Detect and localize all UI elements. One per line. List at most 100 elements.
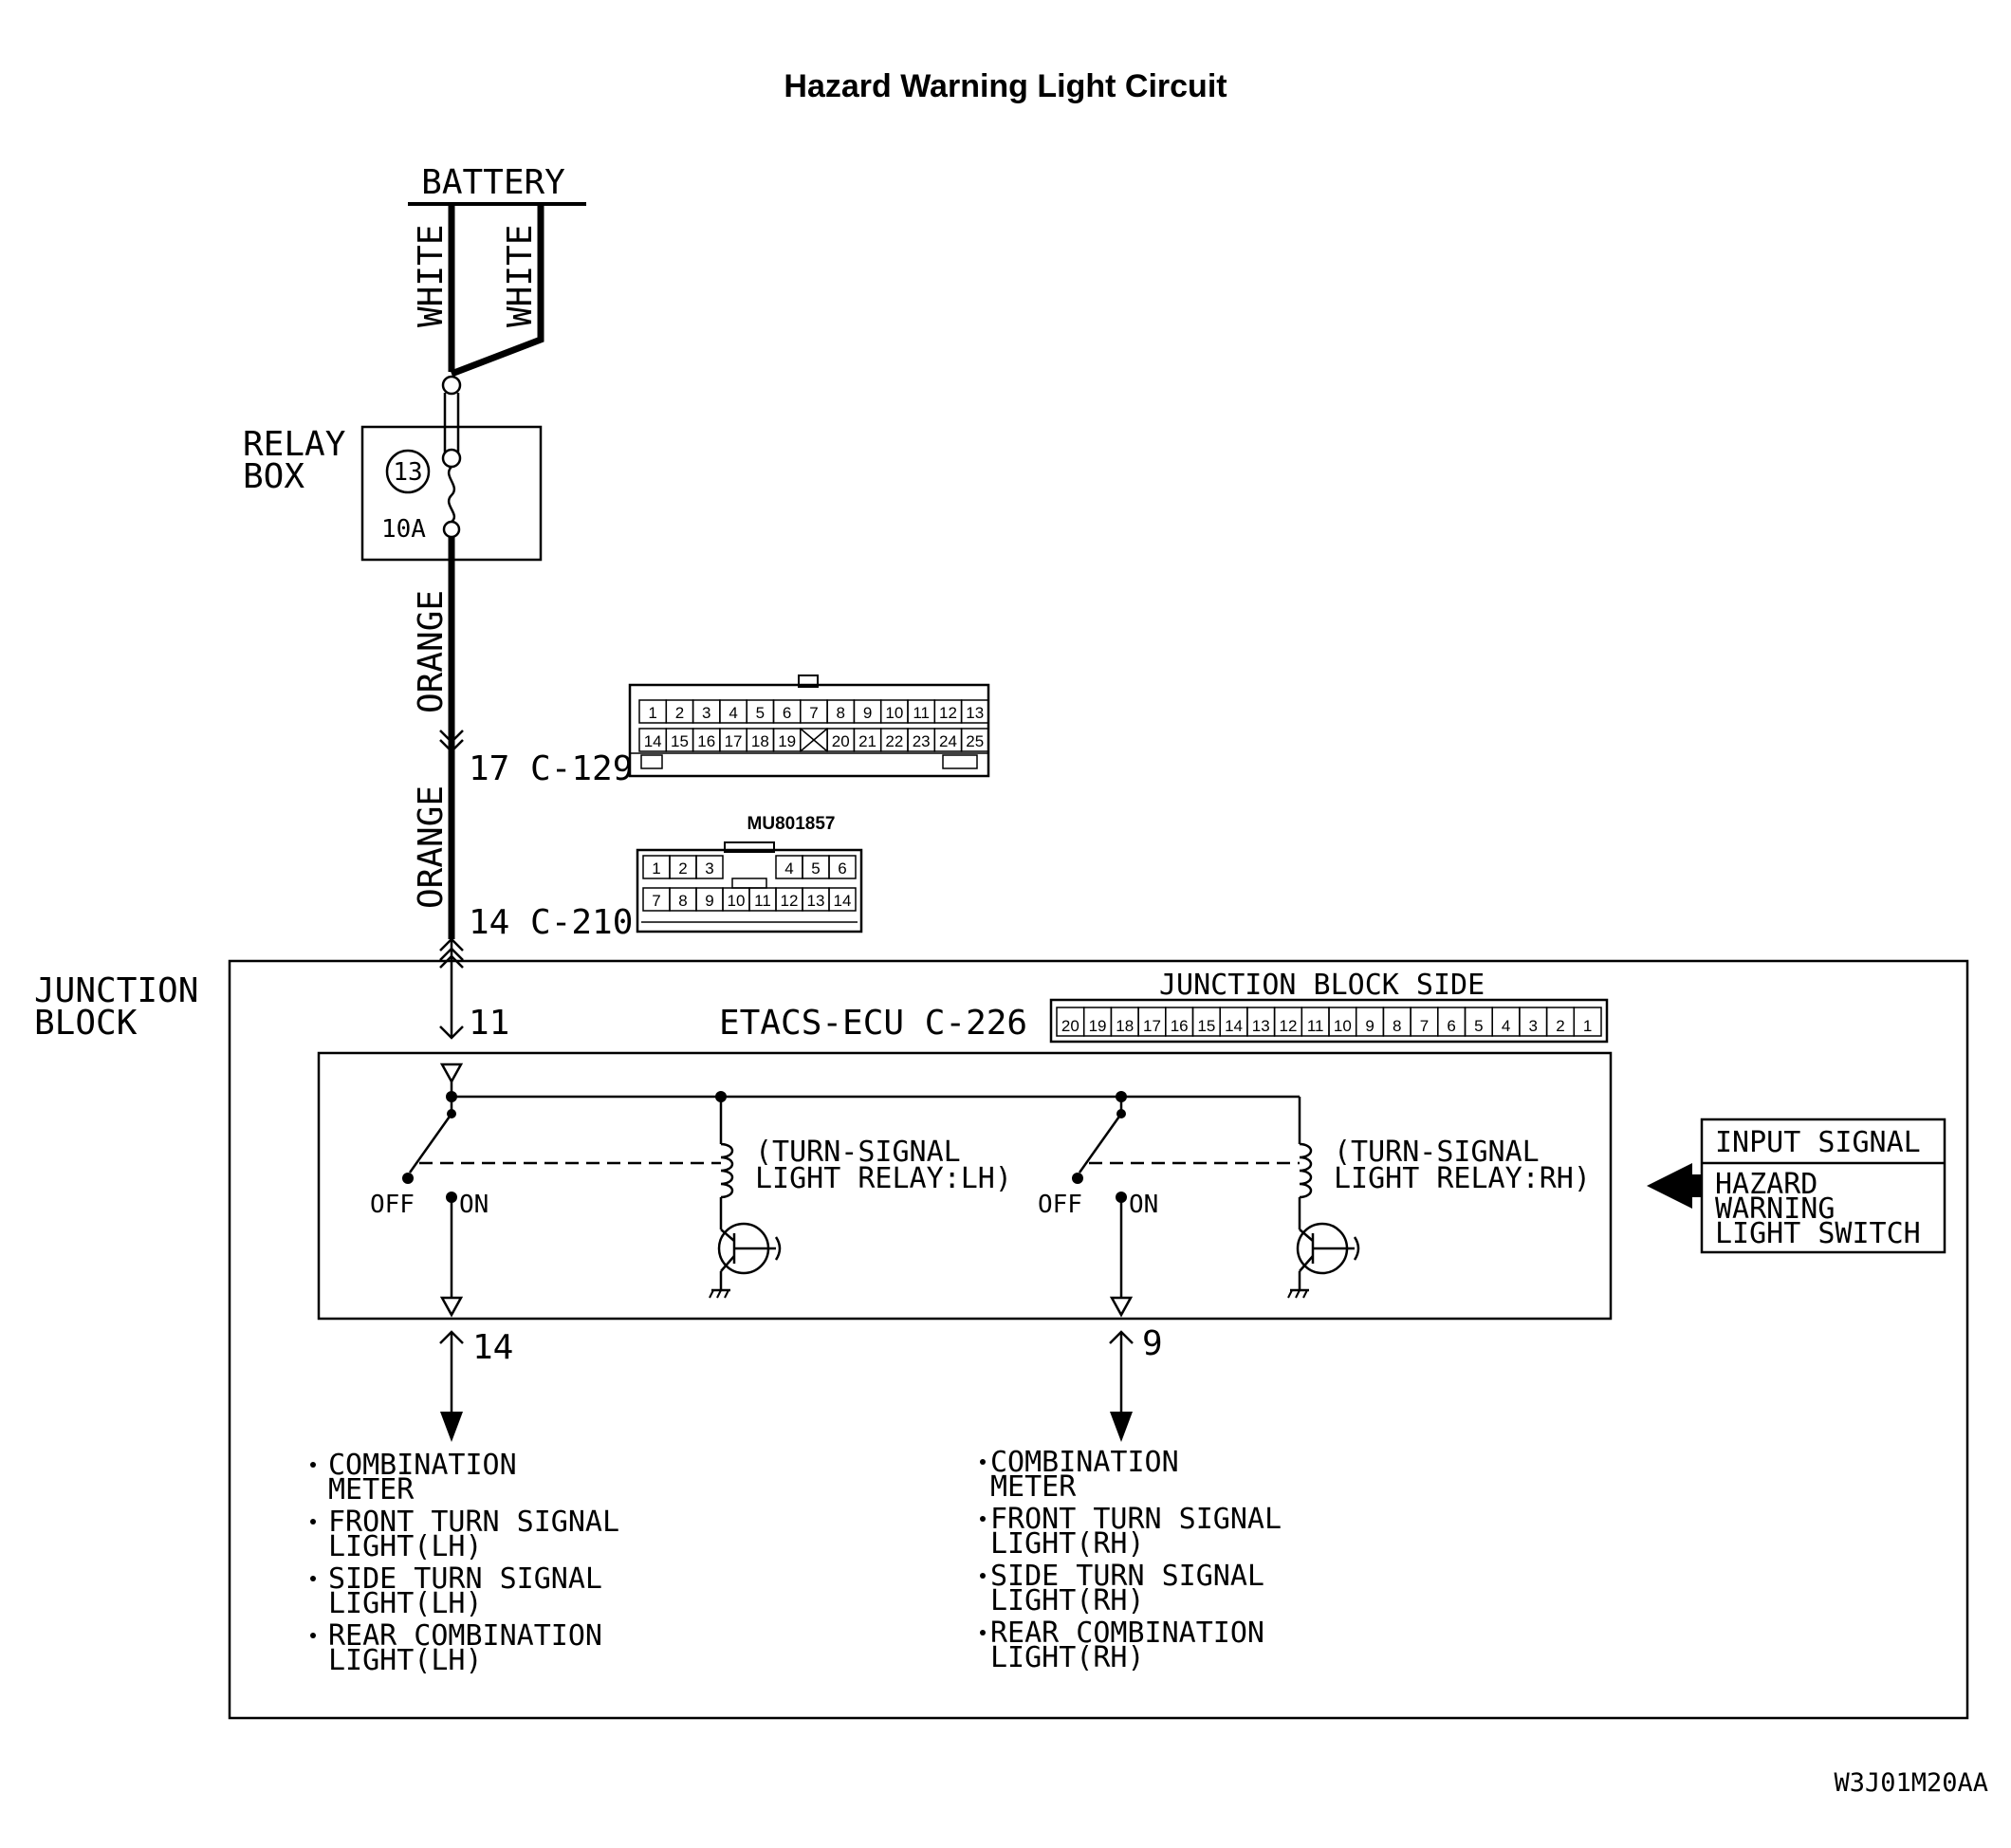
c129-pin: 13 — [966, 704, 984, 722]
c226-pin: 20 — [1061, 1017, 1079, 1035]
c129-pin: 5 — [756, 704, 765, 722]
output-list-item: REAR COMBINATION — [328, 1619, 602, 1653]
c129-pin: 14 — [644, 732, 662, 750]
c210-pin: 9 — [705, 892, 713, 910]
c226-pin: 14 — [1225, 1017, 1243, 1035]
fuse-number-circle — [385, 449, 431, 494]
relay-box-label-line2: BOX — [243, 457, 304, 496]
c226-pin: 18 — [1116, 1017, 1134, 1035]
output-list-item: LIGHT(LH) — [328, 1644, 483, 1677]
c129-pin: 22 — [885, 732, 903, 750]
pin-11-arrows — [439, 939, 464, 1040]
c129-pin: 15 — [671, 732, 689, 750]
ecu-input-terminal — [439, 1063, 464, 1084]
c129-pin: 9 — [863, 704, 872, 722]
right-switch-off: OFF — [1038, 1191, 1082, 1219]
fuse-rating: 10A — [381, 515, 426, 544]
output-list-item: REAR COMBINATION — [990, 1617, 1264, 1650]
c226-pin: 8 — [1393, 1017, 1401, 1035]
input-signal-line3: LIGHT SWITCH — [1715, 1217, 1921, 1250]
c129-pin: 23 — [913, 732, 931, 750]
right-switch-on: ON — [1129, 1191, 1158, 1219]
output-list-item: LIGHT(LH) — [328, 1587, 483, 1620]
left-switch-on: ON — [459, 1191, 489, 1219]
c129-pin: 8 — [837, 704, 845, 722]
c226-pin: 5 — [1474, 1017, 1483, 1035]
c129-pin: 19 — [778, 732, 796, 750]
c226-pin: 6 — [1447, 1017, 1455, 1035]
output-list-item: SIDE TURN SIGNAL — [990, 1560, 1264, 1593]
connector-c129-mark — [439, 730, 464, 753]
relay-rh-label-line2: LIGHT RELAY:RH) — [1334, 1162, 1591, 1195]
c129-pin: 20 — [832, 732, 850, 750]
c226-pin: 3 — [1529, 1017, 1538, 1035]
c226-pin: 4 — [1502, 1017, 1510, 1035]
left-switch-off: OFF — [370, 1191, 415, 1219]
c226-pin: 16 — [1171, 1017, 1189, 1035]
white-wires — [448, 204, 544, 378]
figure-code: W3J01M20AA — [1834, 1768, 1988, 1798]
input-signal-header: INPUT SIGNAL — [1715, 1126, 1921, 1159]
junction-block — [228, 959, 1969, 1720]
c226-pin: 15 — [1197, 1017, 1215, 1035]
c129-pin: 2 — [675, 704, 684, 722]
c226-pin: 13 — [1252, 1017, 1270, 1035]
ecu-junction-dots — [402, 1091, 1127, 1203]
output-list-item: LIGHT(RH) — [990, 1584, 1145, 1617]
c129-pin: 1 — [648, 704, 656, 722]
c129-pin: 12 — [939, 704, 957, 722]
fuse-number: 13 — [393, 458, 422, 487]
connector-c210-label: 14 C-210 — [469, 903, 633, 942]
connector-c210-part-number: MU801857 — [747, 814, 836, 834]
c210-pin: 8 — [678, 892, 687, 910]
ground-symbols — [709, 1289, 1308, 1299]
output-list-item: COMBINATION — [990, 1446, 1179, 1479]
c129-pin: 6 — [783, 704, 791, 722]
c129-pin: 11 — [913, 704, 930, 722]
wire-label-white-right: WHITE — [501, 225, 540, 327]
c210-pin: 7 — [652, 892, 660, 910]
c226-label: ETACS-ECU C-226 — [719, 1004, 1027, 1043]
input-signal-line1: HAZARD — [1715, 1168, 1817, 1201]
wire-label-white-left: WHITE — [412, 225, 451, 327]
output-list-item: SIDE TURN SIGNAL — [328, 1562, 602, 1596]
c226-pin: 7 — [1420, 1017, 1429, 1035]
c210-pin: 12 — [781, 892, 799, 910]
c129-pin: 18 — [751, 732, 769, 750]
c210-pin: 13 — [807, 892, 825, 910]
c210-pin: 4 — [784, 859, 793, 878]
c129-pin: 25 — [966, 732, 984, 750]
diagram-title: Hazard Warning Light Circuit — [784, 68, 1227, 104]
c129-pin: 24 — [939, 732, 957, 750]
c129-pin: 21 — [858, 732, 876, 750]
c210-pin: 11 — [754, 892, 771, 910]
input-signal-line2: WARNING — [1715, 1192, 1835, 1226]
relay-box-label-line1: RELAY — [243, 425, 346, 464]
relay-lh-label-line1: (TURN-SIGNAL — [755, 1136, 961, 1169]
output-list-item: METER — [328, 1473, 415, 1506]
c226-side-label: JUNCTION BLOCK SIDE — [1159, 969, 1485, 1002]
c226-pin: 19 — [1089, 1017, 1107, 1035]
relay-rh-label-line1: (TURN-SIGNAL — [1334, 1136, 1540, 1169]
c129-pin: 4 — [729, 704, 737, 722]
etacs-ecu-box — [317, 1051, 1613, 1321]
output-list-item: LIGHT(LH) — [328, 1530, 483, 1563]
output-list-item: FRONT TURN SIGNAL — [328, 1506, 619, 1539]
junction-pin-out-left: 14 — [472, 1328, 513, 1367]
output-list-item: LIGHT(RH) — [990, 1641, 1145, 1674]
c210-pin: 1 — [652, 859, 660, 878]
output-list-item: LIGHT(RH) — [990, 1527, 1145, 1561]
connector-c129-label: 17 C-129 — [469, 749, 633, 788]
relay-lh-label-line2: LIGHT RELAY:LH) — [755, 1162, 1012, 1195]
c129-pin: 7 — [809, 704, 818, 722]
c210-pin: 10 — [728, 892, 746, 910]
c129-pin: 17 — [725, 732, 743, 750]
c210-pin: 6 — [838, 859, 846, 878]
output-list-item: COMBINATION — [328, 1449, 517, 1482]
